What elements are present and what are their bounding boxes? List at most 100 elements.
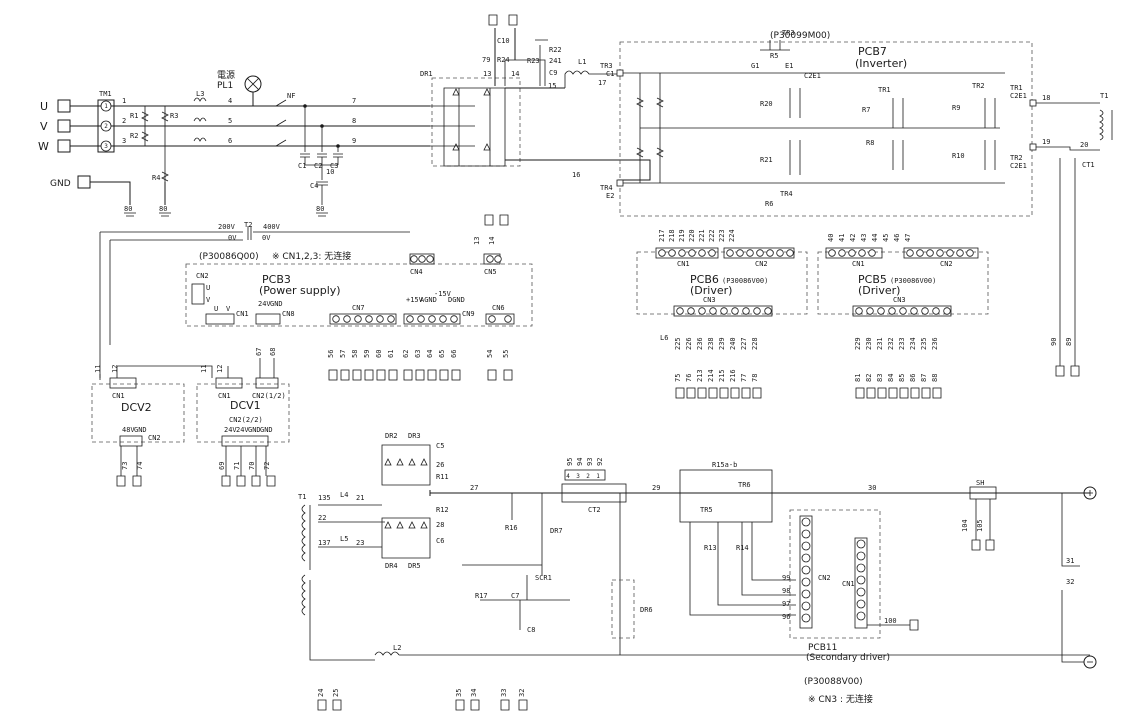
label-dr6: DR6 [640,606,653,614]
pcb6-bot-78: 78 [751,374,759,382]
label-t1-main: T1 [1100,92,1108,100]
cn7-plug-60 [376,369,386,381]
label-r11: R11 [436,473,449,481]
pcb11-cn2: CN2 [818,574,831,582]
label-r17: R17 [475,592,488,600]
pcb3-name: PCB3 [262,273,291,286]
pcb5-bot-82: 82 [865,374,873,382]
pcb3-cn5: CN5 [484,268,497,276]
gnd-80-a: 80 [124,205,132,213]
wire-14: 14 [511,70,519,78]
pcb5-desc: (Driver) [858,284,900,297]
pcb11-cn2-pin-3 [801,553,811,563]
label-r8: R8 [866,139,874,147]
dcv2-cn2: CN2 [148,434,161,442]
connector-pin-4-2 [926,249,934,257]
pcb5-mid-233: 233 [898,337,906,350]
terminal-v[interactable] [57,119,71,133]
cn7-plug-57 [340,369,350,381]
dr1-frame [431,77,521,167]
pcb5-mid-235: 235 [920,337,928,350]
label-dr2: DR2 [385,432,398,440]
pcb3-power-supply: 200V T2 400V 0V 0V (P30086Q00) ※ CN1,2,3… [99,214,533,380]
label-l1: L1 [578,58,586,66]
t2-200v: 200V [218,223,236,231]
cn7-61: 61 [387,350,395,358]
label-sh: SH [976,479,984,487]
pcb6-top-222: 222 [708,229,716,242]
connector-pin-1-4 [766,249,774,257]
cn8-24v: 24V [258,300,271,308]
output-plus-terminal[interactable] [1083,486,1097,500]
connector-pin-5-1 [866,307,874,315]
pcb3-cn9: CN9 [462,310,475,318]
cn7-60: 60 [375,350,383,358]
pcb11-note: ※ CN3 : 无连接 [808,693,873,705]
term-104: 104 [961,519,969,532]
pcb6-top-221: 221 [698,229,706,242]
label-c10: C10 [497,37,510,45]
pcb6-bot-214: 214 [707,369,715,382]
connector-pin-1-1 [736,249,744,257]
cn7-58: 58 [351,350,359,358]
label-w: W [38,140,49,153]
dcv1-24v-a: 24V [224,426,237,434]
connector-pin-6-5 [387,315,395,323]
pcb6-name: PCB6 [690,273,719,286]
term-74: 74 [136,462,144,470]
connector-pin-3-2 [848,249,856,257]
pcb5-bot-plug-86 [910,387,920,399]
dcv1-12: 12 [216,365,224,373]
connector-pin-1-6 [786,249,794,257]
cn6-plug-54 [487,369,497,381]
pcb11-frame [789,509,881,639]
pcb11-cn2-pin-6 [801,589,811,599]
cn9-plug-63 [415,369,425,381]
secondary-section: T1 135 22 137 L4 L5 21 23 DR2 DR3 DR4 DR… [298,432,1097,711]
pcb11-cn1-pin-5 [856,599,866,609]
terminal-u[interactable] [57,99,71,113]
pcb6-top-223: 223 [718,229,726,242]
pcb6-bot-plug-78 [752,387,762,399]
pcb6-mid-239: 239 [718,337,726,350]
pcb6-cn2: CN2 [755,260,768,268]
pcb6-top-219: 219 [678,229,686,242]
pcb3-cn2: CN2 [196,272,209,280]
terminal-gnd[interactable] [77,175,91,189]
cn5-wire-14: 14 [488,237,496,245]
term-32-out: 32 [1066,578,1074,586]
rectifier-dr1: DR1 16 79 C10 R24 13 14 R22 R23 241 C9 1… [420,14,651,181]
connector-pin-1-2 [746,249,754,257]
gnd-80-b: 80 [159,205,167,213]
connector-pin-6-4 [376,315,384,323]
connector-pin-9-0 [410,255,418,263]
dcv1-name: DCV1 [230,399,261,412]
label-tr3: TR3 [782,29,795,37]
term-31: 31 [1066,557,1074,565]
t2-0v-b: 0V [262,234,271,242]
terminal-w[interactable] [57,139,71,153]
pcb6-desc: (Driver) [690,284,732,297]
label-tr1-out: TR1 [1010,84,1023,92]
label-r24: R24 [497,56,510,64]
term-71: 71 [233,462,241,470]
pcb5-mid-229: 229 [854,337,862,350]
label-tr4: TR4 [780,190,793,198]
pcb6-cn3: CN3 [703,296,716,304]
wire-15: 15 [548,82,556,90]
wire-2: 2 [122,117,126,125]
connector-pin-6-3 [365,315,373,323]
label-r9: R9 [952,104,960,112]
wire-241: 241 [549,57,562,65]
dcv2-48v: 48V [122,426,135,434]
label-c1-in: C1 [606,70,614,78]
pcb3-cn8: CN8 [282,310,295,318]
pcb6-mid-227: 227 [740,337,748,350]
dcv1-cn2b: CN2(2/2) [229,416,263,424]
pcb11-desc: (Secondary driver) [806,653,890,663]
label-c2e1-a: C2E1 [1010,92,1027,100]
pcb5-top-46: 46 [893,234,901,242]
cn7-59: 59 [363,350,371,358]
label-tr1: TR1 [878,86,891,94]
label-scr1: SCR1 [535,574,552,582]
